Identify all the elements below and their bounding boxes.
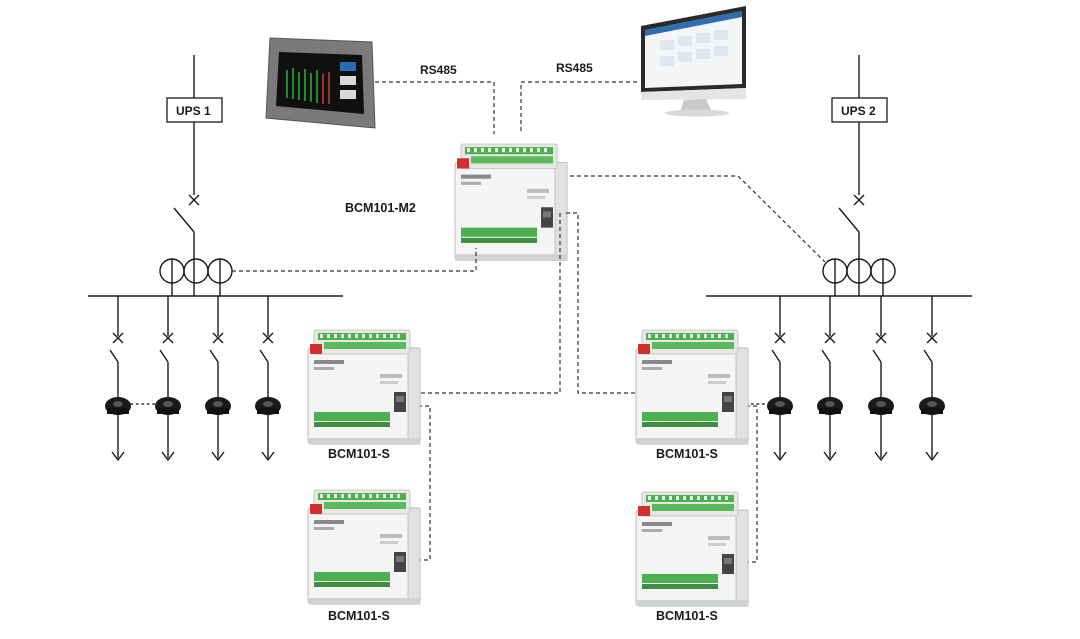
- master-to-right-slave-link: [566, 212, 640, 394]
- slave-module-right-top: [635, 329, 749, 445]
- ups1-feeder: [159, 55, 233, 296]
- right-branch-circuits: [771, 296, 939, 462]
- rs485-link-left: [375, 81, 495, 134]
- rs485-label-left: RS485: [420, 63, 457, 77]
- slave-left-bottom-label: BCM101-S: [328, 609, 390, 623]
- rs485-label-right: RS485: [556, 61, 593, 75]
- left-ct-link: [232, 248, 477, 272]
- desktop-monitor-icon: [641, 6, 746, 117]
- slave-module-left-top: [307, 329, 421, 445]
- slave-module-right-bottom: [635, 491, 749, 607]
- left-branch-circuits: [109, 296, 275, 462]
- master-module-label: BCM101-M2: [345, 201, 416, 215]
- left-slave-chain-link: [418, 405, 431, 561]
- ups2-label: UPS 2: [841, 104, 876, 118]
- current-transformer-icon: [105, 397, 281, 415]
- slave-module-left-bottom: [307, 489, 421, 605]
- master-module-bcm101-m2: [454, 143, 568, 261]
- ups1-label: UPS 1: [176, 104, 211, 118]
- current-transformer-icon: [767, 397, 945, 415]
- right-ct-link: [570, 175, 826, 263]
- ups2-feeder: [822, 55, 896, 296]
- rs485-link-right: [520, 81, 637, 134]
- touch-panel-icon: [265, 37, 376, 129]
- slave-left-top-label: BCM101-S: [328, 447, 390, 461]
- slave-right-bottom-label: BCM101-S: [656, 609, 718, 623]
- slave-right-top-label: BCM101-S: [656, 447, 718, 461]
- master-to-left-slave-link: [420, 213, 561, 394]
